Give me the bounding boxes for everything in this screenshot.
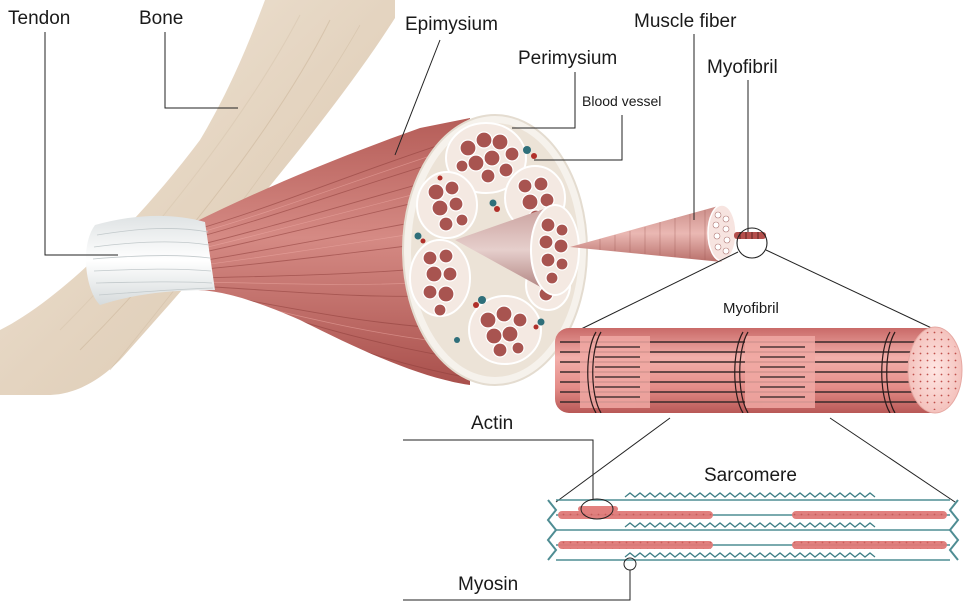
myofibril-strand — [734, 228, 767, 258]
myofibril-detail-label: Myofibril — [723, 300, 779, 317]
actin-label: Actin — [471, 413, 513, 434]
bone-label: Bone — [139, 8, 183, 29]
sarcomere — [548, 493, 958, 570]
zoom-lines-myofibril — [575, 250, 940, 332]
perimysium-label: Perimysium — [518, 48, 617, 69]
actin-bands — [558, 506, 947, 549]
actin-leader — [403, 440, 593, 500]
tendon-shape — [86, 216, 215, 305]
muscle-fiber-label: Muscle fiber — [634, 11, 737, 32]
zoom-lines-sarcomere — [556, 418, 955, 502]
muscle-fiber — [570, 205, 736, 262]
blood-vessel-label: Blood vessel — [582, 93, 661, 109]
myofibril-cylinder — [555, 327, 962, 413]
fascicle — [417, 172, 477, 238]
epimysium-label: Epimysium — [405, 14, 498, 35]
fascicle — [469, 296, 541, 364]
sarcomere-label: Sarcomere — [704, 465, 797, 486]
myofibril-top-label: Myofibril — [707, 57, 778, 78]
tendon-label: Tendon — [8, 8, 70, 29]
tendon-leader — [45, 32, 118, 255]
fascicle — [410, 240, 470, 316]
myosin-label: Myosin — [458, 574, 518, 595]
